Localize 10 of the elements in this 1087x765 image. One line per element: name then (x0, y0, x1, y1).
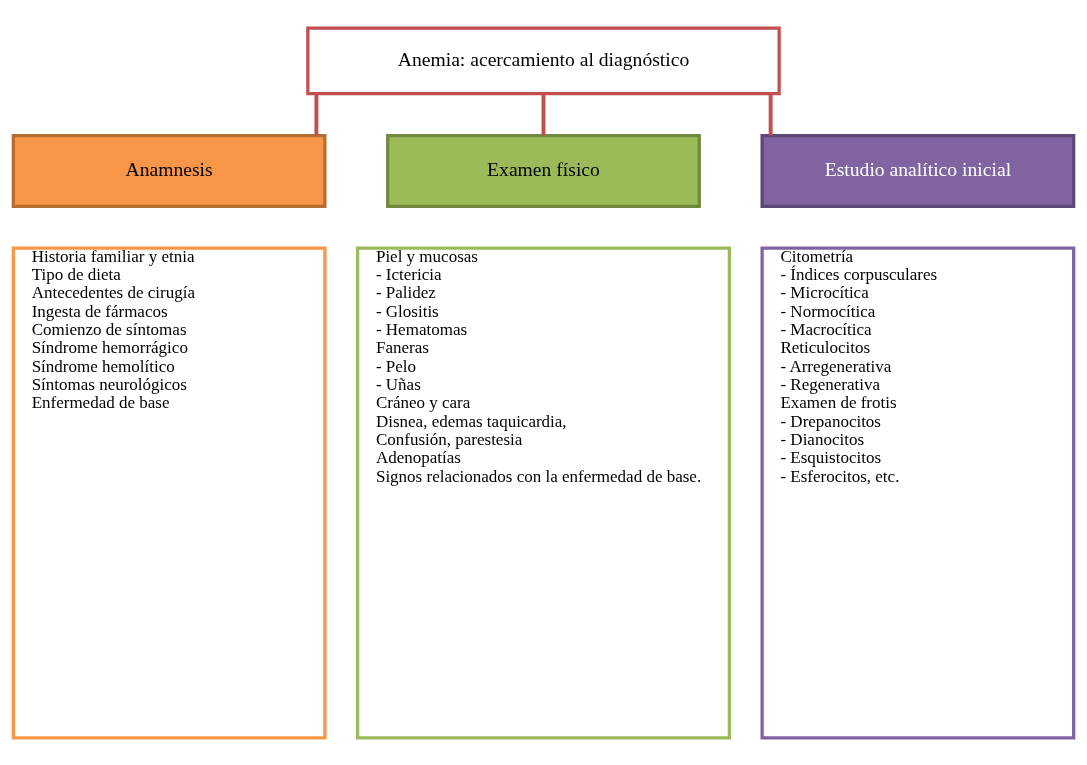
node-box: Estudio analítico inicial (760, 133, 1076, 208)
connector (768, 93, 773, 135)
node-box: Historia familiar y etnia Tipo de dieta Antecedentes de cirugía Ingesta de fármacos Comienzo de síntomas Síndrome hemorrágico Síndrome hemolítico Síntomas neurológicos Enfermedad de base (11, 246, 327, 739)
connector (541, 93, 546, 135)
node-box: Examen físico (386, 133, 701, 208)
node-box: Piel y mucosas - Ictericia - Palidez - Glositis - Hematomas Faneras - Pelo - Uñas Cráneo y cara Disnea, edemas taquicardia, Confusión, parestesia Adenopatías Signos relacionados con la enfermedad de base. (355, 246, 732, 739)
node-box: Anemia: acercamiento al diagnóstico (306, 26, 781, 95)
connector (314, 93, 319, 135)
node-box: Anamnesis (11, 133, 327, 208)
node-box: Citometría - Índices corpusculares - Microcítica - Normocítica - Macrocítica Reticulocitos - Arregenerativa - Regenerativa Examen de frotis - Drepanocitos - Dianocitos - Esquistocitos - Esferocitos, etc. (760, 246, 1076, 739)
